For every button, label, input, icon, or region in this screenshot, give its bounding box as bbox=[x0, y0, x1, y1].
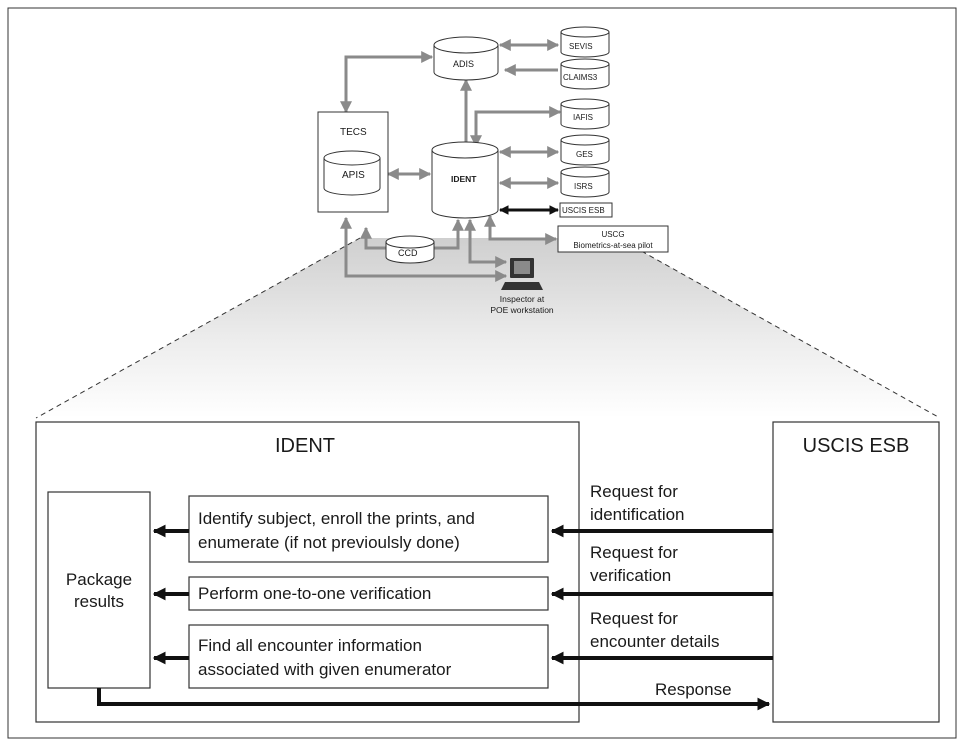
zoom-funnel bbox=[36, 238, 940, 418]
tecs-label: TECS bbox=[340, 127, 367, 138]
inspector-label-line2: POE workstation bbox=[490, 305, 554, 315]
outer-frame bbox=[7, 7, 957, 739]
apis-database bbox=[323, 150, 381, 196]
request-encounter-line2: encounter details bbox=[590, 632, 719, 651]
arrow-adis-tecs bbox=[340, 51, 434, 114]
arrow-ident-uscg bbox=[484, 214, 558, 245]
uscg-label-line1: USCG bbox=[601, 230, 624, 239]
isrs-database bbox=[560, 166, 610, 198]
arrow-inspector-ident bbox=[464, 218, 508, 268]
arrow-inspector-tecs bbox=[340, 216, 508, 282]
identify-process-line1: Identify subject, enroll the prints, and bbox=[198, 509, 475, 528]
iafis-label: IAFIS bbox=[573, 113, 593, 122]
encounter-process-line2: associated with given enumerator bbox=[198, 660, 452, 679]
claims3-database bbox=[560, 58, 610, 90]
ccd-label: CCD bbox=[398, 248, 418, 258]
verification-process-box bbox=[188, 576, 549, 611]
arrow-response bbox=[97, 688, 771, 711]
package-results-line1: Package bbox=[66, 570, 132, 589]
package-results-box bbox=[47, 491, 151, 689]
top-architecture: TECS APIS ADIS IDENT CCD SEVIS bbox=[317, 26, 669, 315]
ges-database bbox=[560, 134, 610, 166]
ident-database bbox=[431, 141, 499, 219]
response-label: Response bbox=[655, 680, 732, 699]
sevis-database bbox=[560, 26, 610, 58]
isrs-label: ISRS bbox=[574, 182, 593, 191]
funnel-left-edge bbox=[35, 237, 361, 419]
identify-process-box bbox=[188, 495, 549, 563]
ges-label: GES bbox=[576, 150, 593, 159]
ccd-database bbox=[385, 235, 435, 264]
request-verification-line2: verification bbox=[590, 566, 671, 585]
inspector-label-line1: Inspector at bbox=[500, 294, 545, 304]
uscis-esb-detail-title: USCIS ESB bbox=[803, 435, 910, 457]
encounter-process-box bbox=[188, 624, 549, 689]
package-results-line2: results bbox=[74, 592, 124, 611]
adis-database bbox=[433, 36, 499, 81]
detail-diagram: IDENT USCIS ESB Package results Identify… bbox=[35, 421, 940, 723]
uscis-esb-box bbox=[559, 202, 613, 218]
funnel-right-edge bbox=[617, 237, 941, 419]
iafis-database bbox=[560, 98, 610, 130]
sevis-label: SEVIS bbox=[569, 42, 593, 51]
claims3-label: CLAIMS3 bbox=[563, 73, 598, 82]
adis-label: ADIS bbox=[453, 59, 474, 69]
request-encounter-line1: Request for bbox=[590, 609, 678, 628]
uscg-box bbox=[557, 225, 669, 253]
uscis-esb-label: USCIS ESB bbox=[562, 206, 605, 215]
ident-detail-title: IDENT bbox=[275, 435, 335, 457]
request-identification-line2: identification bbox=[590, 505, 685, 524]
ident-label: IDENT bbox=[451, 174, 477, 184]
arrow-ident-iafis bbox=[470, 106, 562, 148]
encounter-process-line1: Find all encounter information bbox=[198, 636, 422, 655]
request-identification-line1: Request for bbox=[590, 482, 678, 501]
uscis-esb-detail-box bbox=[772, 421, 940, 723]
request-verification-line1: Request for bbox=[590, 543, 678, 562]
verification-process-label: Perform one-to-one verification bbox=[198, 584, 431, 603]
uscg-label-line2: Biometrics-at-sea pilot bbox=[573, 241, 653, 250]
identify-process-line2: enumerate (if not previoulsly done) bbox=[198, 533, 460, 552]
workstation-icon bbox=[501, 258, 543, 290]
apis-label: APIS bbox=[342, 170, 365, 181]
